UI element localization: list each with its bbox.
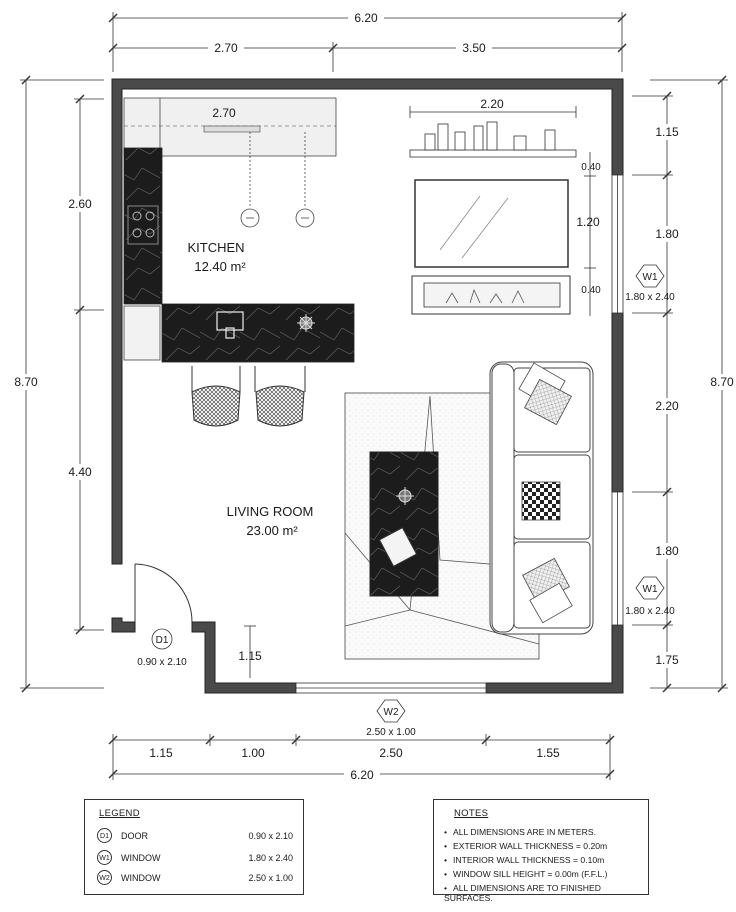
counter-width-label: 2.70 [212,106,236,120]
legend-row-w2-name: WINDOW [121,873,161,883]
tag-d1-label: D1 [156,635,169,646]
tag-w1-bottom-size: 1.80 x 2.40 [625,606,675,617]
dim-bottom-seg-2: 1.00 [241,746,265,760]
tag-d1-size: 0.90 x 2.10 [137,657,187,668]
kitchen-island [161,303,355,363]
window-w2 [295,682,487,694]
kitchen-area: 12.40 m² [194,259,246,274]
living-room-name: LIVING ROOM [227,504,314,519]
fireplace [411,275,571,315]
tag-d1: D1 0.90 x 2.10 [137,628,187,668]
legend-row-d1-size: 0.90 x 2.10 [248,831,293,841]
kitchen-counter-left [123,147,163,305]
note-item-3: INTERIOR WALL THICKNESS = 0.10m [444,855,604,865]
legend-row-w1-size: 1.80 x 2.40 [248,853,293,863]
cushions [518,362,573,624]
door-jamb-left [111,617,136,633]
dim-top-kitchen: 2.70 [214,41,238,55]
tv-dim-top: 0.40 [581,162,601,173]
legend-row-w1: W1 WINDOW 1.80 x 2.40 [97,850,293,866]
window-w1-top [611,174,624,314]
door-step-dim-label: 1.15 [238,649,262,663]
shelf-width-label: 2.20 [480,97,504,111]
legend-row-d1-name: DOOR [121,831,148,841]
legend-row-w2: W2 WINDOW 2.50 x 1.00 [97,870,293,886]
wall-shelf: 2.20 [409,97,577,158]
legend-title: LEGEND [99,808,140,819]
dimension-ticks [21,13,727,779]
door-d1 [134,563,193,623]
notes-box: NOTES ALL DIMENSIONS ARE IN METERS. EXTE… [433,799,649,903]
dim-bottom-seg-4: 1.55 [536,746,560,760]
legend-box: LEGEND D1 DOOR 0.90 x 2.10 W1 WINDOW 1.8… [84,799,304,895]
dim-left-total: 8.70 [14,375,38,389]
exterior-wall-bottom-left [191,621,297,694]
flower-vase-icon [297,314,315,332]
pendant-light-1 [240,132,260,228]
living-room-area: 23.00 m² [246,523,298,538]
legend-row-d1: D1 DOOR 0.90 x 2.10 [97,828,293,844]
tv-screen [414,179,569,268]
dim-top-living: 3.50 [462,41,486,55]
note-item-4: WINDOW SILL HEIGHT = 0.00m (F.F.L.) [444,869,607,879]
cooktop-icon [127,205,159,245]
tag-w1-top-size: 1.80 x 2.40 [625,292,675,303]
tag-w2-size: 2.50 x 1.00 [366,727,416,738]
kitchen-name: KITCHEN [187,240,244,255]
dim-right-seg-3: 2.20 [655,399,679,413]
legend-row-w2-size: 2.50 x 1.00 [248,873,293,883]
pendant-light-2 [295,132,315,228]
note-item-1: ALL DIMENSIONS ARE IN METERS. [444,827,596,837]
sink-icon [216,311,244,339]
dim-right-seg-2: 1.80 [655,227,679,241]
coffee-table [369,451,439,597]
dim-total-bottom: 6.20 [350,768,374,782]
dim-right-seg-1: 1.15 [655,125,679,139]
dim-bottom-seg-3: 2.50 [379,746,403,760]
table-decor-icon [396,487,414,505]
tag-w1-top: W1 1.80 x 2.40 [625,264,675,303]
tag-w1-bottom-label: W1 [643,584,658,595]
dim-right-total: 8.70 [710,375,734,389]
tag-w2: W2 2.50 x 1.00 [366,699,416,738]
legend-row-w1-tag: W1 [97,850,112,865]
notes-title: NOTES [454,808,489,819]
dim-bottom-seg-1: 1.15 [149,746,173,760]
dim-right-seg-4: 1.80 [655,544,679,558]
tv-dim-mid: 1.20 [576,215,600,229]
book-icon [378,526,418,568]
dim-left-living: 4.40 [68,465,92,479]
legend-row-w2-tag: W2 [97,870,112,885]
window-w1-bottom [611,491,624,626]
tv-dim-bottom: 0.40 [581,285,601,296]
tag-w1-bottom: W1 1.80 x 2.40 [625,576,675,617]
tag-w1-top-label: W1 [643,272,658,283]
note-item-5: ALL DIMENSIONS ARE TO FINISHED SURFACES. [444,883,648,903]
kitchen-upper-cabinet [123,97,337,157]
tv-wall-dim-labels: 0.40 1.20 0.40 [576,162,601,296]
dim-total-top: 6.20 [354,11,378,25]
exterior-wall-right-lower [611,312,624,493]
legend-row-d1-tag: D1 [97,828,112,843]
legend-row-w1-name: WINDOW [121,853,161,863]
bar-stool-1 [191,366,241,427]
dim-right-seg-5: 1.75 [655,653,679,667]
dim-left-kitchen: 2.60 [68,197,92,211]
dimension-labels: 6.20 2.70 3.50 8.70 2.60 4.40 8.70 1.15 … [10,10,736,782]
exterior-walls [111,78,624,565]
note-item-2: EXTERIOR WALL THICKNESS = 0.20m [444,841,607,851]
tag-w2-label: W2 [384,707,399,718]
fridge [123,305,161,361]
bar-stool-2 [254,366,306,427]
